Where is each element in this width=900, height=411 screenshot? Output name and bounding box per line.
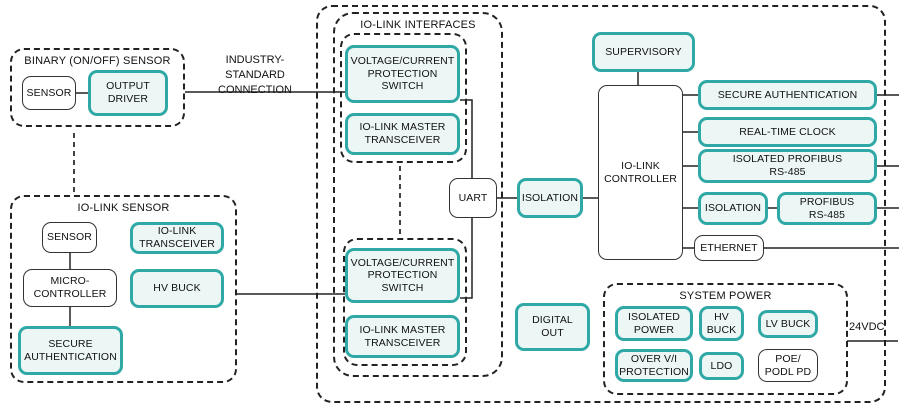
- iolink-sensor-group: IO-LINK SENSOR: [10, 195, 237, 383]
- iolink-master-transceiver-block-2: IO-LINK MASTER TRANSCEIVER: [345, 315, 460, 358]
- secure-authentication-main-block: SECURE AUTHENTICATION: [698, 80, 877, 110]
- vdc-24-label: 24VDC: [849, 321, 885, 333]
- lv-buck-block: LV BUCK: [758, 310, 818, 338]
- hv-buck-sensor-block: HV BUCK: [130, 269, 224, 308]
- isolation-profibus-block: ISOLATION: [698, 192, 768, 225]
- industry-standard-connection-label: INDUSTRY-STANDARD CONNECTION: [218, 54, 292, 96]
- sensor-block-binary: SENSOR: [22, 76, 76, 110]
- isolated-power-block: ISOLATED POWER: [615, 306, 693, 341]
- supervisory-block: SUPERVISORY: [592, 32, 695, 72]
- protection-switch-block-1: VOLTAGE/CURRENT PROTECTION SWITCH: [345, 45, 460, 103]
- protection-switch-block-2: VOLTAGE/CURRENT PROTECTION SWITCH: [345, 248, 460, 303]
- iolink-master-group: [316, 5, 886, 403]
- sensor-block-iolink: SENSOR: [42, 222, 97, 253]
- iolink-interfaces-group-title: IO-LINK INTERFACES: [360, 19, 476, 31]
- isolated-profibus-block: ISOLATED PROFIBUS RS-485: [698, 149, 877, 183]
- uart-block: UART: [449, 178, 497, 218]
- secure-authentication-sensor-block: SECURE AUTHENTICATION: [18, 326, 123, 375]
- iolink-master-transceiver-block-1: IO-LINK MASTER TRANSCEIVER: [345, 113, 460, 155]
- binary-sensor-group: BINARY (ON/OFF) SENSOR: [10, 48, 185, 127]
- over-vi-protection-block: OVER V/I PROTECTION: [615, 349, 693, 382]
- system-power-group-title: SYSTEM POWER: [679, 290, 772, 302]
- ldo-block: LDO: [699, 352, 744, 380]
- interface-port1-group: [340, 33, 467, 163]
- ethernet-block: ETHERNET: [694, 235, 764, 261]
- output-driver-block: OUTPUT DRIVER: [88, 70, 168, 116]
- iolink-transceiver-block: IO-LINK TRANSCEIVER: [130, 222, 224, 254]
- profibus-rs485-block: PROFIBUS RS-485: [777, 192, 877, 225]
- isolation-uart-block: ISOLATION: [517, 178, 583, 218]
- binary-sensor-group-title: BINARY (ON/OFF) SENSOR: [24, 55, 171, 67]
- interface-port2-group: [343, 238, 467, 366]
- poe-podl-pd-block: POE/ PODL PD: [758, 349, 818, 382]
- iolink-controller-block: IO-LINK CONTROLLER: [598, 85, 683, 260]
- hv-buck-power-block: HV BUCK: [699, 306, 744, 341]
- system-power-group: SYSTEM POWER: [603, 283, 848, 395]
- real-time-clock-block: REAL-TIME CLOCK: [698, 117, 877, 147]
- microcontroller-block: MICRO- CONTROLLER: [23, 269, 117, 307]
- iolink-interfaces-group: IO-LINK INTERFACES: [333, 12, 503, 377]
- iolink-sensor-group-title: IO-LINK SENSOR: [77, 202, 170, 214]
- digital-out-block: DIGITAL OUT: [515, 303, 590, 351]
